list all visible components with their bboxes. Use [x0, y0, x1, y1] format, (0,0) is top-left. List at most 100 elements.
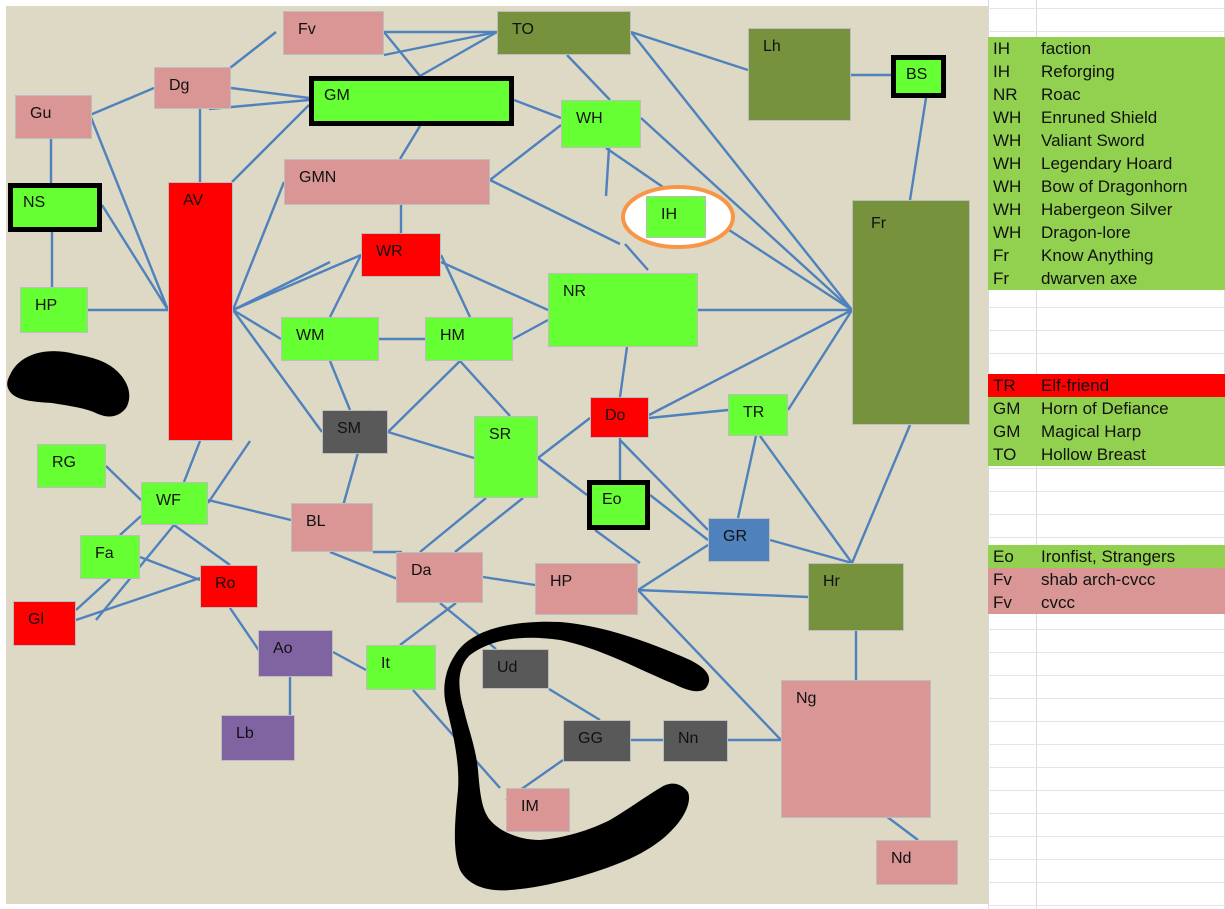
node-nd[interactable]: Nd: [876, 840, 958, 885]
sheet-cell-code: TO: [993, 445, 1017, 464]
connection-line: [604, 147, 611, 197]
connection-line: [649, 494, 709, 541]
connection-line: [139, 555, 201, 582]
connection-line: [387, 430, 475, 460]
node-fr[interactable]: Fr: [852, 200, 970, 425]
node-rg[interactable]: RG: [37, 444, 106, 488]
node-sr[interactable]: SR: [474, 416, 538, 498]
node-im[interactable]: IM: [506, 788, 570, 832]
sheet-cell-code: Fv: [993, 570, 1012, 589]
node-hm[interactable]: HM: [425, 317, 513, 361]
sheet-cell-code: WH: [993, 131, 1022, 150]
sheet-cell-value: Hollow Breast: [1041, 445, 1146, 464]
connection-line: [618, 346, 629, 398]
sheet-cell-code: WH: [993, 108, 1022, 127]
sheet-cell-value: Bow of Dragonhorn: [1041, 177, 1188, 196]
sheet-row[interactable]: WH Legendary Hoard: [988, 152, 1225, 175]
redaction-blot-left: [7, 351, 130, 417]
node-it[interactable]: It: [366, 645, 436, 690]
connection-line: [594, 529, 641, 564]
node-da[interactable]: Da: [396, 552, 483, 603]
sheet-grid-row: [988, 744, 1225, 745]
node-wh[interactable]: WH: [561, 100, 641, 148]
node-lh[interactable]: Lh: [748, 28, 851, 121]
node-av[interactable]: AV: [168, 182, 233, 441]
connection-line: [705, 213, 853, 312]
node-gr[interactable]: GR: [708, 518, 770, 562]
connection-line: [513, 98, 562, 120]
sheet-grid-row: [988, 698, 1225, 699]
node-nn[interactable]: Nn: [663, 720, 728, 762]
node-lb[interactable]: Lb: [221, 715, 295, 761]
node-wr[interactable]: WR: [361, 233, 441, 277]
sheet-cell-value: Legendary Hoard: [1041, 154, 1173, 173]
node-sm[interactable]: SM: [322, 410, 388, 454]
connection-line: [173, 524, 231, 566]
node-gl[interactable]: Gl: [13, 601, 76, 646]
node-fa[interactable]: Fa: [80, 535, 140, 579]
node-ro[interactable]: Ro: [200, 565, 258, 608]
connection-line: [482, 575, 536, 587]
node-ng[interactable]: Ng: [781, 680, 931, 818]
sheet-row[interactable]: TO Hollow Breast: [988, 443, 1225, 466]
connection-line: [398, 125, 422, 160]
node-ns[interactable]: NS: [8, 183, 102, 232]
node-hr[interactable]: Hr: [808, 563, 904, 631]
node-gg[interactable]: GG: [563, 720, 631, 762]
node-hp-center[interactable]: HP: [535, 563, 638, 615]
node-ud[interactable]: Ud: [482, 649, 549, 689]
connection-line: [75, 576, 201, 622]
node-gu[interactable]: Gu: [15, 95, 92, 139]
node-ih[interactable]: IH: [646, 196, 706, 238]
node-nr[interactable]: NR: [548, 273, 698, 347]
sheet-cell-value: Reforging: [1041, 62, 1115, 81]
node-hp-left[interactable]: HP: [20, 287, 88, 333]
sheet-row[interactable]: Fv shab arch-cvcc: [988, 568, 1225, 591]
node-do[interactable]: Do: [590, 397, 649, 438]
node-gmn[interactable]: GMN: [284, 159, 490, 205]
node-eo[interactable]: Eo: [587, 480, 650, 530]
node-wm[interactable]: WM: [281, 317, 379, 361]
node-bl[interactable]: BL: [291, 503, 373, 552]
sheet-cell-value: shab arch-cvcc: [1041, 570, 1156, 589]
sheet-grid-row: [988, 468, 1225, 469]
connection-line: [736, 435, 758, 519]
node-wf[interactable]: WF: [141, 482, 208, 525]
sheet-grid-row: [988, 790, 1225, 791]
redaction-blot-center: [444, 621, 710, 891]
sheet-cell-code: Fr: [993, 269, 1010, 288]
node-tr[interactable]: TR: [728, 394, 788, 436]
sheet-cell-value: Enruned Shield: [1041, 108, 1158, 127]
sheet-cell-code: WH: [993, 154, 1022, 173]
sheet-row[interactable]: WH Enruned Shield: [988, 106, 1225, 129]
connection-line: [640, 117, 853, 311]
sheet-grid-row: [988, 491, 1225, 492]
node-ao[interactable]: Ao: [258, 630, 333, 677]
node-dg[interactable]: Dg: [154, 67, 231, 109]
node-bs[interactable]: BS: [891, 55, 946, 98]
connection-line: [229, 31, 277, 69]
node-fv[interactable]: Fv: [283, 11, 384, 55]
sheet-cell-value: Horn of Defiance: [1041, 399, 1169, 418]
node-to[interactable]: TO: [497, 11, 631, 55]
sheet-cell-value: Ironfist, Strangers: [1041, 547, 1176, 566]
node-gm[interactable]: GM: [309, 76, 514, 126]
connection-line: [648, 408, 729, 420]
sheet-cell-value: cvcc: [1041, 593, 1075, 612]
sheet-grid-row: [988, 514, 1225, 515]
